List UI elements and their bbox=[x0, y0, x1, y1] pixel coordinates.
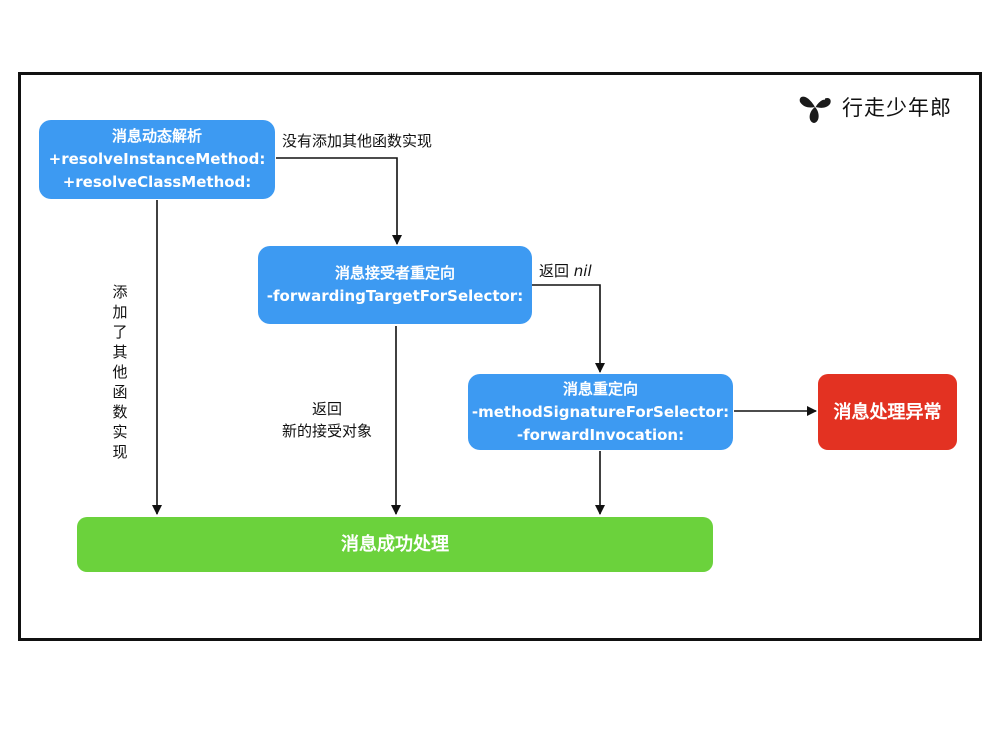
node-forwarding-title: 消息接受者重定向 bbox=[334, 264, 455, 282]
node-resolve: 消息动态解析 +resolveInstanceMethod: +resolveC… bbox=[39, 120, 275, 199]
logo-text: 行走少年郎 bbox=[842, 96, 952, 120]
arrow-forwarding-to-redirect bbox=[532, 284, 605, 373]
node-redirect: 消息重定向 -methodSignatureForSelector: -forw… bbox=[468, 374, 733, 450]
label-return-prefix: 返回 bbox=[539, 262, 570, 280]
node-exception-title: 消息处理异常 bbox=[833, 401, 942, 423]
node-resolve-line2: +resolveClassMethod: bbox=[62, 173, 252, 191]
node-success: 消息成功处理 bbox=[77, 517, 713, 572]
node-exception: 消息处理异常 bbox=[818, 374, 957, 450]
diagram-frame bbox=[18, 72, 982, 641]
node-success-title: 消息成功处理 bbox=[341, 534, 449, 555]
label-return-new-line2: 新的接受对象 bbox=[281, 422, 372, 440]
node-forwarding: 消息接受者重定向 -forwardingTargetForSelector: bbox=[258, 246, 532, 324]
node-redirect-title: 消息重定向 bbox=[562, 379, 638, 398]
label-no-method-added: 没有添加其他函数实现 bbox=[282, 132, 433, 150]
node-resolve-line1: +resolveInstanceMethod: bbox=[48, 150, 266, 168]
label-nil-value: nil bbox=[573, 262, 592, 280]
arrow-resolve-to-forwarding bbox=[276, 157, 402, 245]
label-return-new-line1: 返回 bbox=[311, 400, 342, 418]
leaf-logo-icon bbox=[799, 96, 831, 123]
label-return-new: 返回 新的接受对象 bbox=[268, 398, 386, 442]
node-redirect-line2: -forwardInvocation: bbox=[516, 425, 685, 444]
node-resolve-title: 消息动态解析 bbox=[111, 127, 202, 145]
brand-logo: 行走少年郎 bbox=[796, 90, 952, 124]
label-return-nil: 返回 nil bbox=[539, 260, 592, 282]
label-method-added-vertical: 添加了其他函数实现 bbox=[112, 283, 128, 461]
node-forwarding-line1: -forwardingTargetForSelector: bbox=[266, 287, 524, 305]
node-redirect-line1: -methodSignatureForSelector: bbox=[471, 402, 730, 421]
